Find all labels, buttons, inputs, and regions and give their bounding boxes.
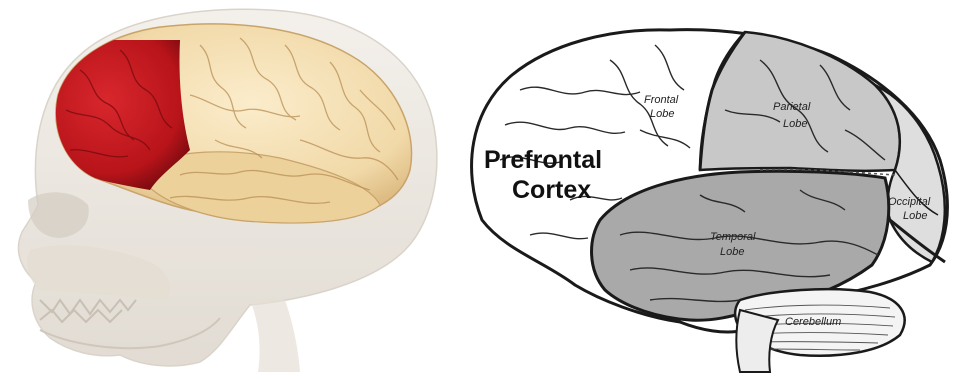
prefrontal-label-line1: Prefrontal (484, 146, 602, 174)
frontal-label-line1: Frontal (644, 94, 679, 106)
occipital-label-line1: Occipital (888, 196, 931, 208)
temporal-label-line1: Temporal (710, 231, 756, 243)
parietal-label-line2: Lobe (783, 118, 807, 130)
cerebellum-label: Cerebellum (785, 316, 841, 328)
prefrontal-label-line2: Cortex (512, 176, 591, 204)
temporal-label-line2: Lobe (720, 246, 744, 258)
frontal-label-line2: Lobe (650, 108, 674, 120)
occipital-label-line2: Lobe (903, 210, 927, 222)
parietal-label-line1: Parietal (773, 101, 811, 113)
